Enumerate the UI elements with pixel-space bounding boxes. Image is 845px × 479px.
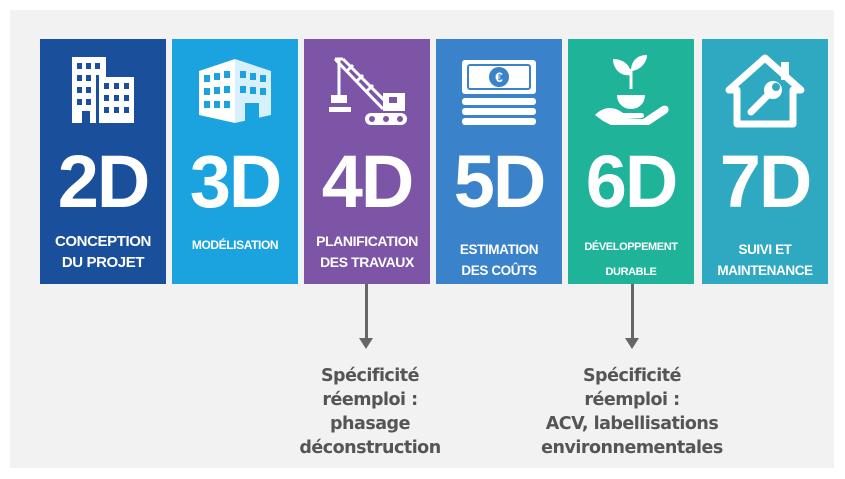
arrow-4d-down (359, 284, 373, 349)
note-6d: Spécificité réemploi : ACV, labellisatio… (541, 366, 723, 458)
tile-code: 2D (57, 140, 151, 223)
tile-code: 5D (453, 140, 547, 223)
tile-code: 7D (719, 140, 813, 223)
crane-icon (304, 51, 430, 131)
tile-caption: MODÉLISATION (191, 238, 279, 252)
arrow-6d-down (625, 284, 639, 349)
money-stack-icon: € (436, 51, 562, 131)
svg-text:€: € (495, 69, 503, 85)
tile-code: 3D (189, 140, 283, 223)
tile-3d: 3D MODÉLISATION (172, 39, 298, 284)
note-4d: Spécificité réemploi : phasage déconstru… (299, 366, 441, 458)
buildings-icon (40, 51, 166, 131)
tile-code: 6D (585, 140, 679, 223)
tile-code: 4D (321, 140, 415, 223)
3d-building-icon (172, 51, 298, 131)
house-wrench-icon (702, 51, 828, 131)
hand-plant-icon (568, 51, 694, 131)
